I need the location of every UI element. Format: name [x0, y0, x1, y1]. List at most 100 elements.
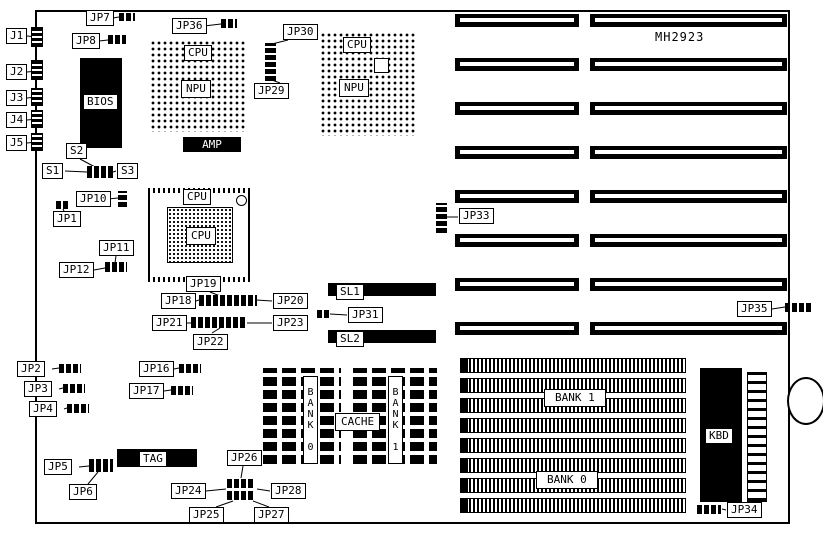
jumper-block-jp4	[67, 404, 89, 413]
isa-slot	[590, 234, 787, 247]
jumper-label-jp29: JP29	[254, 83, 289, 99]
jumper-block-jp36	[221, 19, 237, 28]
sl2-label: SL2	[336, 331, 364, 347]
jumper-label-jp33: JP33	[459, 208, 494, 224]
isa-slot	[590, 278, 787, 291]
jumper-label-jp20: JP20	[273, 293, 308, 309]
jumper-label-jp4: JP4	[29, 401, 57, 417]
isa-slot	[455, 14, 579, 27]
isa-slot	[455, 234, 579, 247]
jumper-block-jp5-jp6	[89, 459, 113, 472]
npu-socket-1-label: NPU	[181, 80, 211, 98]
jumper-label-jp11: JP11	[99, 240, 134, 256]
jumper-label-jp18: JP18	[161, 293, 196, 309]
jumper-label-jp22: JP22	[193, 334, 228, 350]
jumper-label-jp7: JP7	[86, 10, 114, 26]
jumper-label-jp24: JP24	[171, 483, 206, 499]
isa-slot	[590, 14, 787, 27]
jumper-label-jp30: JP30	[283, 24, 318, 40]
isa-slot	[590, 146, 787, 159]
jumper-block-jp29-jp30	[265, 43, 276, 81]
jumper-label-jp5: JP5	[44, 459, 72, 475]
isa-slot	[455, 190, 579, 203]
isa-slot	[590, 190, 787, 203]
edge-connector-j3	[31, 88, 43, 106]
isa-slot	[455, 322, 579, 335]
jumper-label-jp3: JP3	[24, 381, 52, 397]
jumper-label-jp21: JP21	[152, 315, 187, 331]
kbd-pin-header	[747, 372, 767, 502]
jumper-label-jp19: JP19	[186, 276, 221, 292]
connector-label-j3: J3	[6, 90, 28, 106]
isa-slot	[455, 102, 579, 115]
isa-slot	[590, 58, 787, 71]
jumper-label-jp26: JP26	[227, 450, 262, 466]
isa-slot	[455, 278, 579, 291]
switch-label-s1: S1	[42, 163, 64, 179]
jumper-label-jp1: JP1	[53, 211, 81, 227]
simm-row	[460, 498, 686, 513]
connector-label-j5: J5	[6, 135, 28, 151]
connector-label-j4: J4	[6, 112, 28, 128]
jumper-block-jp2	[59, 364, 81, 373]
switch-label-s3: S3	[117, 163, 139, 179]
cache-label: CACHE	[335, 413, 381, 431]
jumper-block-jp35	[785, 303, 813, 312]
jumper-label-jp23: JP23	[273, 315, 308, 331]
cpu-qfp-label: CPU	[183, 189, 211, 205]
sl1-label: SL1	[336, 284, 364, 300]
jumper-label-jp27: JP27	[254, 507, 289, 523]
cpu-qfp-die-label: CPU	[186, 227, 216, 245]
keyboard-din-connector	[787, 377, 823, 425]
edge-connector-j1	[31, 27, 43, 47]
jumper-label-jp16: JP16	[139, 361, 174, 377]
socket-2-notch	[374, 58, 389, 73]
jumper-block-jp7	[119, 13, 135, 21]
npu-socket-2-label: NPU	[339, 79, 369, 97]
jumper-label-jp35: JP35	[737, 301, 772, 317]
simm-row	[460, 358, 686, 373]
switch-label-s2: S2	[66, 143, 88, 159]
jumper-label-jp12: JP12	[59, 262, 94, 278]
cpu-socket-1-label: CPU	[184, 45, 212, 61]
jumper-block-jp24-jp26-jp28-top	[227, 479, 255, 488]
jumper-block-jp17	[171, 386, 193, 395]
cache-bank0-label: BANK 0	[303, 376, 318, 464]
jumper-label-jp2: JP2	[17, 361, 45, 377]
isa-slot	[455, 58, 579, 71]
jumper-label-jp36: JP36	[172, 18, 207, 34]
jumper-label-jp17: JP17	[129, 383, 164, 399]
switch-block-s1-s2-s3	[87, 166, 113, 178]
jumper-block-jp25-jp27-bottom	[227, 491, 255, 500]
cache-bank1-label: BANK 1	[388, 376, 403, 464]
jumper-block-jp34	[697, 505, 721, 514]
jumper-block-jp16	[179, 364, 201, 373]
jumper-label-jp31: JP31	[348, 307, 383, 323]
jumper-label-jp6: JP6	[69, 484, 97, 500]
isa-slot	[590, 322, 787, 335]
jumper-block-jp1	[56, 201, 70, 209]
jumper-block-jp18-jp19-jp20	[199, 295, 257, 306]
jumper-block-jp11-jp12	[105, 262, 127, 272]
cpu-qfp-pin1-mark	[236, 195, 247, 206]
connector-label-j2: J2	[6, 64, 28, 80]
jumper-block-jp21-jp22-jp23	[191, 317, 247, 328]
edge-connector-j4	[31, 110, 43, 128]
cpu-socket-2-label: CPU	[343, 37, 371, 53]
jumper-label-jp25: JP25	[189, 507, 224, 523]
jumper-label-jp34: JP34	[727, 502, 762, 518]
simm-bank1-label: BANK 1	[544, 389, 606, 407]
connector-label-j1: J1	[6, 28, 28, 44]
edge-connector-j5	[31, 133, 43, 151]
jumper-block-jp3	[63, 384, 85, 393]
kbd-label: KBD	[705, 428, 733, 444]
amp-chip: AMP	[183, 137, 241, 152]
isa-slot	[455, 146, 579, 159]
jumper-block-jp31	[317, 310, 330, 318]
simm-bank0-label: BANK 0	[536, 471, 598, 489]
jumper-label-jp8: JP8	[72, 33, 100, 49]
jumper-label-jp28: JP28	[271, 483, 306, 499]
jumper-label-jp10: JP10	[76, 191, 111, 207]
cache-chip-array-bank0	[263, 368, 341, 464]
